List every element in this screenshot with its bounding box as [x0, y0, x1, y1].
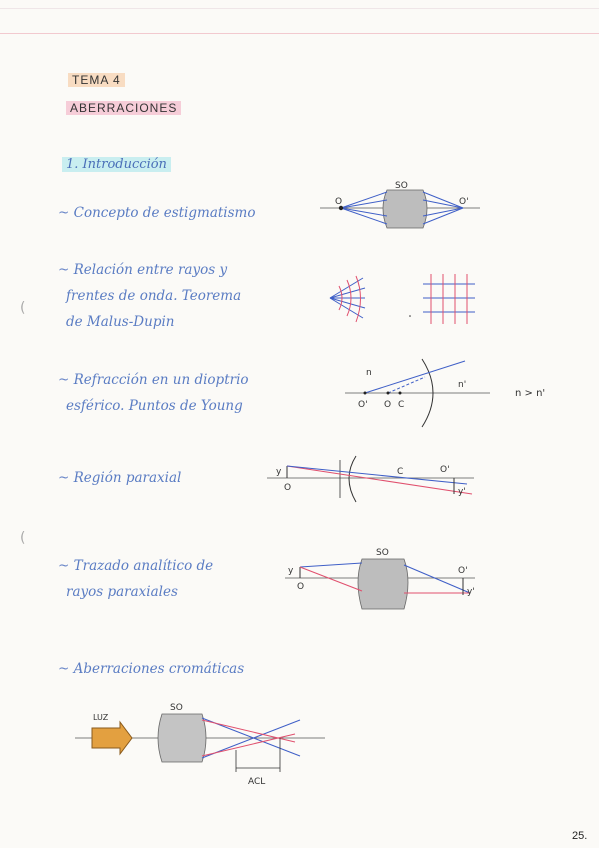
- bullet-dash: ~: [58, 262, 74, 278]
- point-o: O: [384, 400, 391, 410]
- c-label: C: [397, 467, 403, 477]
- page-title: ABERRACIONES: [66, 101, 182, 115]
- item-line-2: esférico. Puntos de Young: [66, 398, 243, 414]
- o-label: O: [284, 483, 291, 493]
- lens-label: SO: [376, 548, 389, 558]
- n-prime-label: n': [458, 380, 466, 390]
- item-text: Región paraxial: [73, 470, 182, 486]
- bullet-dash: ~: [58, 661, 74, 677]
- tema-text: TEMA 4: [68, 73, 125, 87]
- lens-label: SO: [395, 181, 408, 191]
- y-prime-label: y': [467, 587, 475, 597]
- item-cromaticas: ~ Aberraciones cromáticas: [58, 656, 244, 682]
- wavefront-diagram: [329, 274, 475, 324]
- item-dioptrio: ~ Refracción en un dioptrio esférico. Pu…: [58, 367, 249, 419]
- point-o-prime: O': [358, 400, 368, 410]
- y-prime-label: y': [458, 487, 466, 497]
- trazado-diagram: SO y O O' y': [285, 548, 475, 610]
- title-text: ABERRACIONES: [66, 101, 182, 115]
- chromatic-diagram: LUZ SO ACL: [75, 703, 325, 787]
- tema-label: TEMA 4: [68, 73, 125, 87]
- item-line-1: Refracción en un dioptrio: [73, 372, 249, 388]
- item-line-2: rayos paraxiales: [66, 584, 178, 600]
- object-label: O: [335, 197, 342, 207]
- top-rule: [0, 8, 599, 9]
- page-number: 25.: [572, 830, 588, 842]
- o-label: O: [297, 582, 304, 592]
- y-label: y: [288, 566, 294, 576]
- y-label: y: [276, 467, 282, 477]
- top-margin-line: [0, 33, 599, 34]
- o-prime-label: O': [440, 465, 450, 475]
- image-label: O': [459, 197, 469, 207]
- index-relation: n > n': [515, 388, 545, 399]
- point-c: C: [398, 400, 404, 410]
- n-label: n: [366, 368, 372, 378]
- item-line-1: Relación entre rayos y: [73, 262, 228, 278]
- bullet-dash: ~: [58, 558, 74, 574]
- lens-shape: [382, 189, 428, 229]
- bullet-dash: ~: [58, 470, 74, 486]
- item-text: Aberraciones cromáticas: [73, 661, 245, 677]
- light-arrow: [91, 720, 133, 756]
- item-region-paraxial: ~ Región paraxial: [58, 465, 181, 491]
- section-heading: 1. Introducción: [62, 157, 171, 172]
- stigmatism-diagram: SO O O': [320, 181, 480, 229]
- dioptrio-diagram: n n' O' O C n > n': [345, 358, 545, 428]
- rays: [340, 191, 464, 225]
- margin-mark: (: [20, 300, 26, 316]
- lens-label: SO: [170, 703, 183, 713]
- bullet-dash: ~: [58, 372, 74, 388]
- acl-label: ACL: [248, 777, 265, 787]
- paraxial-diagram: y O C O' y': [267, 455, 474, 503]
- item-malus-dupin: ~ Relación entre rayos y frentes de onda…: [58, 257, 241, 335]
- luz-label: LUZ: [93, 713, 109, 722]
- o-prime-label: O': [458, 566, 468, 576]
- item-line-2: frentes de onda. Teorema: [66, 288, 242, 304]
- item-text: Concepto de estigmatismo: [73, 205, 256, 221]
- section-heading-text: 1. Introducción: [62, 157, 171, 172]
- margin-mark: (: [20, 530, 26, 546]
- item-line-1: Trazado analítico de: [73, 558, 214, 574]
- item-trazado: ~ Trazado analítico de rayos paraxiales: [58, 553, 213, 605]
- lens-shape: [157, 713, 207, 763]
- item-estigmatismo: ~ Concepto de estigmatismo: [58, 200, 255, 226]
- item-line-3: de Malus-Dupin: [66, 314, 175, 330]
- bullet-dash: ~: [58, 205, 74, 221]
